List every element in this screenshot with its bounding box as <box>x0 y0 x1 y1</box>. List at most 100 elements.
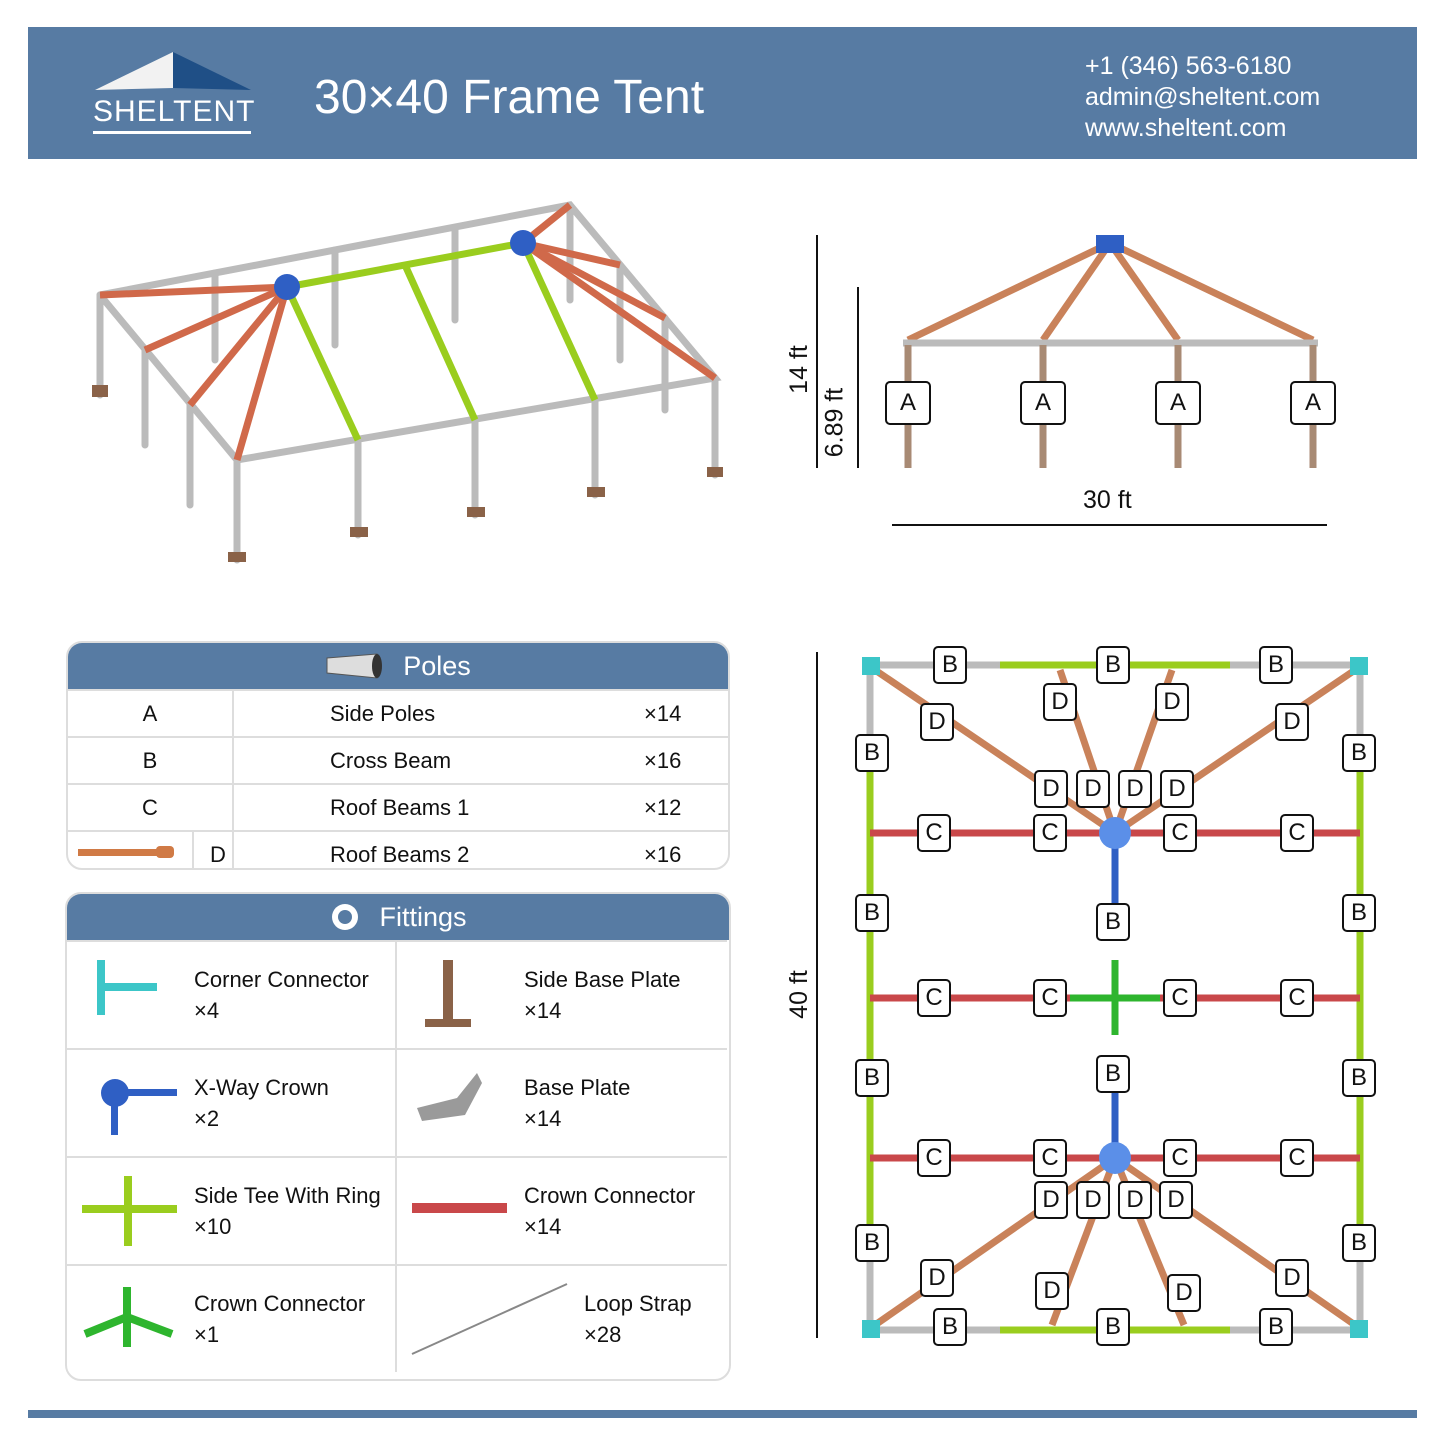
plan-part-label: B <box>855 1059 889 1097</box>
header-banner <box>28 27 1417 159</box>
brand-underline <box>93 131 251 134</box>
plan-part-label: D <box>1118 1181 1152 1219</box>
plan-part-label: B <box>1096 1308 1130 1346</box>
fitting-part-icon <box>97 960 157 1015</box>
fitting-name: Corner Connector <box>194 967 369 992</box>
pole-code: A <box>68 691 234 736</box>
plan-part-label: D <box>1155 683 1189 721</box>
plan-part-label: B <box>1342 1059 1376 1097</box>
side-pole-label: A <box>1155 381 1201 425</box>
plan-view-diagram <box>816 652 1368 1338</box>
pole-qty: ×14 <box>644 700 682 726</box>
plan-part-label: B <box>1342 894 1376 932</box>
plan-part-label: B <box>1259 1308 1293 1346</box>
plan-part-label: B <box>1096 1055 1130 1093</box>
plan-part-label: B <box>855 734 889 772</box>
fitting-qty: ×10 <box>194 1214 232 1239</box>
plan-part-label: D <box>1118 770 1152 808</box>
pole-code: C <box>68 785 234 830</box>
length-dimension: 40 ft <box>784 970 813 1019</box>
plan-part-label: B <box>855 894 889 932</box>
poles-title: Poles <box>403 650 471 681</box>
fittings-table: Fittings Corner Connector ×4 Side Base Pla… <box>65 892 731 1381</box>
fitting-name: Crown Connector <box>524 1183 696 1208</box>
pole-name: Side Poles <box>330 700 436 726</box>
roof-beam-icon <box>78 832 194 868</box>
plan-part-label: C <box>1163 979 1197 1017</box>
fitting-name: Side Tee With Ring <box>194 1183 381 1208</box>
plan-part-label: D <box>1160 770 1194 808</box>
plan-part-label: D <box>1167 1274 1201 1312</box>
fitting-qty: ×4 <box>194 998 220 1023</box>
page-title: 30×40 Frame Tent <box>314 71 705 124</box>
plan-part-label: D <box>1076 1181 1110 1219</box>
fitting-qty: ×14 <box>524 998 562 1023</box>
plan-part-label: D <box>920 1259 954 1297</box>
pole-qty: ×16 <box>644 841 682 867</box>
plan-part-label: C <box>1280 1139 1314 1177</box>
fitting-qty: ×14 <box>524 1106 562 1131</box>
plan-part-label: C <box>1033 1139 1067 1177</box>
fitting-part-icon <box>411 1283 568 1355</box>
side-pole-label: A <box>885 381 931 425</box>
fitting-item: Crown Connector ×1 <box>67 1264 397 1372</box>
fitting-part-icon <box>82 1176 177 1246</box>
pole-qty: ×16 <box>644 747 682 773</box>
pole-code: D <box>210 841 226 867</box>
plan-part-label: B <box>1342 1224 1376 1262</box>
poles-header: Poles <box>68 643 728 689</box>
fitting-item: Corner Connector ×4 <box>67 940 397 1048</box>
fitting-part-icon <box>83 1287 174 1347</box>
fitting-item: X-Way Crown×2 <box>67 1048 397 1156</box>
fitting-part-icon <box>412 1203 507 1213</box>
footer-bar <box>28 1410 1417 1418</box>
fitting-item: Crown Connector ×14 <box>397 1156 727 1264</box>
fitting-part-icon <box>425 960 471 1027</box>
side-elevation-diagram <box>816 235 1327 526</box>
pole-icon <box>326 653 383 679</box>
plan-part-label: B <box>1096 903 1130 941</box>
fitting-qty: ×2 <box>194 1106 220 1131</box>
contact-website[interactable]: www.sheltent.com <box>1085 114 1287 142</box>
plan-part-label: D <box>1034 770 1068 808</box>
pole-qty: ×12 <box>644 794 682 820</box>
plan-part-label: C <box>917 814 951 852</box>
fitting-qty: ×1 <box>194 1322 220 1347</box>
table-row: A Side Poles ×14 <box>68 689 728 736</box>
plan-part-label: B <box>1342 734 1376 772</box>
plan-part-label: B <box>1259 646 1293 684</box>
pole-name: Roof Beams 2 <box>330 841 470 867</box>
fitting-qty: ×14 <box>524 1214 562 1239</box>
pole-code: B <box>68 738 234 783</box>
height-side-dimension: 6.89 ft <box>820 387 849 458</box>
tent-frame-3d-diagram <box>92 201 723 564</box>
contact-email[interactable]: admin@sheltent.com <box>1085 83 1321 111</box>
fitting-name: Crown Connector <box>194 1291 366 1316</box>
pole-name: Roof Beams 1 <box>330 794 470 820</box>
plan-part-label: C <box>1163 1139 1197 1177</box>
plan-part-label: C <box>917 1139 951 1177</box>
plan-part-label: D <box>1034 1181 1068 1219</box>
fittings-header: Fittings <box>67 894 729 940</box>
fitting-name: Side Base Plate <box>524 967 681 992</box>
plan-part-label: D <box>1035 1272 1069 1310</box>
fitting-name: Base Plate <box>524 1075 631 1100</box>
gear-icon <box>332 904 359 930</box>
fitting-item: Loop Strap×28 <box>397 1264 727 1372</box>
plan-part-label: D <box>1275 703 1309 741</box>
plan-part-label: D <box>920 703 954 741</box>
height-total-dimension: 14 ft <box>784 345 813 394</box>
fitting-item: Base Plate ×14 <box>397 1048 727 1156</box>
fitting-part-icon <box>101 1079 177 1135</box>
brand-name: SHELTENT <box>93 95 256 128</box>
plan-part-label: D <box>1159 1181 1193 1219</box>
side-pole-label: A <box>1020 381 1066 425</box>
width-dimension: 30 ft <box>1083 486 1132 514</box>
plan-part-label: C <box>1033 979 1067 1017</box>
plan-part-label: C <box>917 979 951 1017</box>
fitting-item: Side Tee With Ring ×10 <box>67 1156 397 1264</box>
fitting-qty: ×28 <box>584 1322 622 1347</box>
contact-phone[interactable]: +1 (346) 563-6180 <box>1085 52 1292 80</box>
sheltent-logo-icon <box>95 52 251 90</box>
